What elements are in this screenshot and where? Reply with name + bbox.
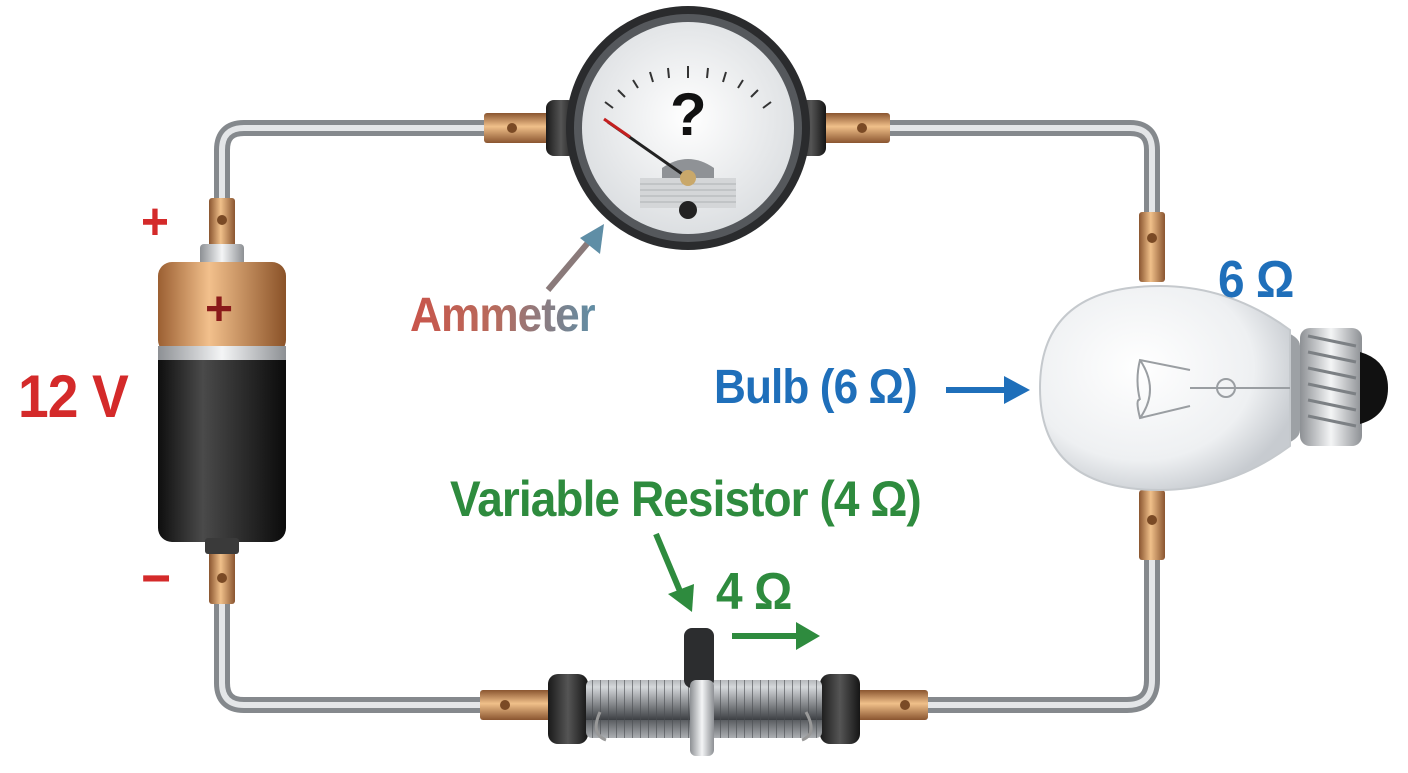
battery-negative-symbol: − [141,546,171,609]
battery [158,244,286,554]
variable-resistor-resistance-label: 4 Ω [716,563,792,621]
battery-body-plus-symbol: + [205,283,234,336]
battery-positive-symbol: + [141,193,169,251]
variable-resistor-label: Variable Resistor (4 Ω) [450,471,922,527]
ammeter-label: Ammeter [410,289,596,342]
annotation-arrows [545,224,1030,650]
bulb-label: Bulb (6 Ω) [714,361,918,414]
ammeter [546,6,826,250]
ammeter-reading: ? [670,81,707,148]
bulb-resistance-label: 6 Ω [1218,251,1294,309]
battery-voltage-label: 12 V [18,363,129,430]
variable-resistor [548,628,860,756]
wires [214,120,1160,713]
bulb [1038,284,1388,492]
connectors [209,113,1165,720]
